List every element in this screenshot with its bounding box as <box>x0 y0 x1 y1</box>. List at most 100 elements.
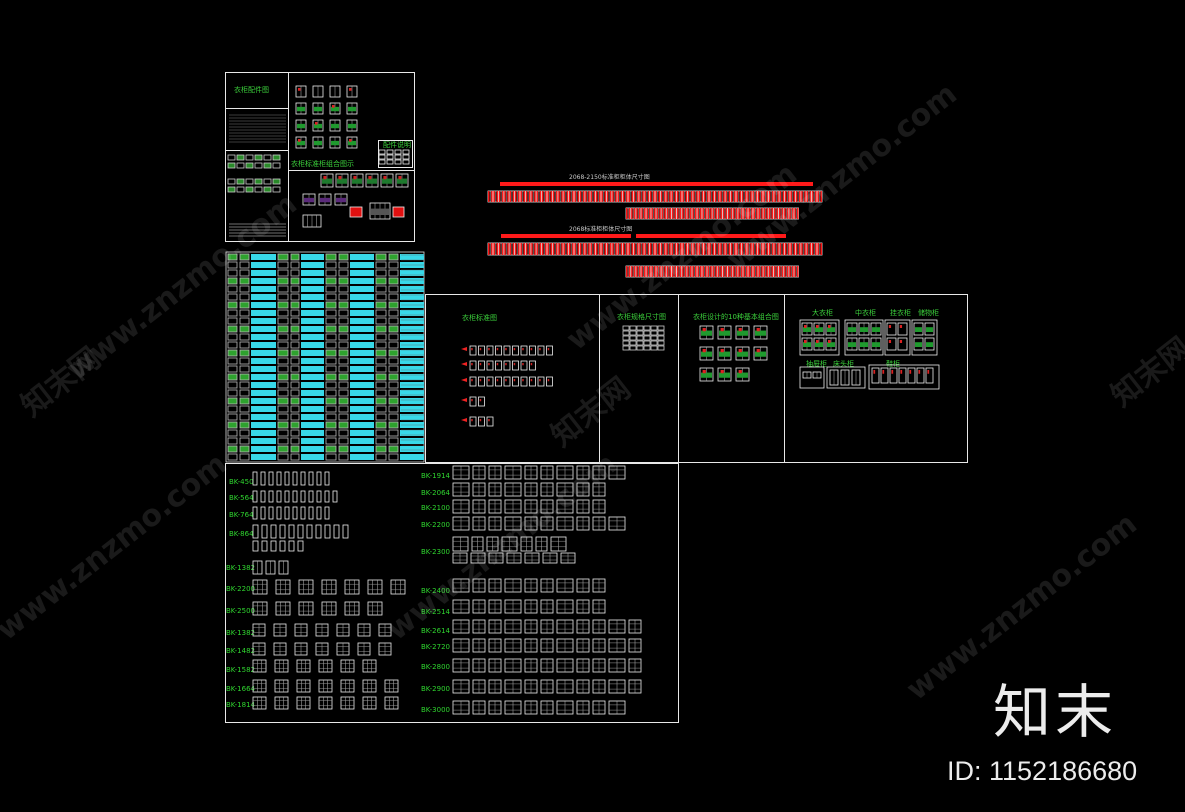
cabinet-edge <box>636 208 638 219</box>
cabinet-edge <box>761 243 763 255</box>
cabinet-edge <box>798 191 801 202</box>
cabinet-edge <box>518 191 520 202</box>
table-cell <box>290 445 300 453</box>
cabinet-accent <box>530 379 533 382</box>
table-cell <box>290 309 300 317</box>
cabinet-edge <box>722 266 725 277</box>
cabinet-thumb <box>252 696 267 710</box>
cabinet-edge <box>491 191 493 202</box>
cabinet-thumb <box>252 524 259 539</box>
table-cell <box>277 413 289 421</box>
table-cell <box>350 310 374 316</box>
cabinet-edge <box>704 191 706 202</box>
cabinet-edge <box>815 243 817 255</box>
dim-cell <box>622 345 630 351</box>
cabinet-edge <box>717 191 720 202</box>
cabinet-edge <box>660 243 663 255</box>
cabinet-thumb <box>394 154 402 160</box>
cabinet-edge <box>644 191 647 202</box>
cabinet-edge <box>539 243 542 255</box>
table-cell <box>251 270 276 276</box>
cabinet-edge <box>582 243 585 255</box>
cabinet-accent <box>900 370 903 374</box>
cabinet-type-title-5: 抽屉柜 <box>806 360 827 368</box>
table-cell <box>301 390 324 396</box>
cabinet-fill <box>860 342 868 347</box>
table-cell <box>239 333 250 341</box>
cabinet-edge <box>684 266 687 277</box>
table-cell <box>350 294 374 300</box>
dim-cell <box>636 335 644 341</box>
cabinet-edge <box>666 266 669 277</box>
table-cell <box>350 374 374 380</box>
table-cell <box>251 382 276 388</box>
table-cell <box>325 317 337 325</box>
cabinet-edge <box>601 243 603 255</box>
table-cell <box>301 454 324 460</box>
dim-cell <box>629 325 637 331</box>
cabinet-thumb <box>284 490 290 503</box>
cabinet-thumb <box>344 601 360 616</box>
table-cell <box>338 405 349 413</box>
cabinet-accent <box>547 379 550 382</box>
cabinet-edge <box>501 243 504 255</box>
cabinet-edge <box>748 208 750 219</box>
red-arrow-icon <box>461 418 467 422</box>
cabinet-edge <box>558 191 560 202</box>
cabinet-fill <box>815 342 823 347</box>
cabinet-thumb <box>275 579 291 595</box>
cabinet-thumb <box>275 601 291 616</box>
cabinet-edge <box>696 243 698 255</box>
cabinet-thumb <box>260 506 266 520</box>
cabinet-edge <box>620 191 623 202</box>
dim-cell <box>657 340 665 346</box>
dim-cell <box>650 325 658 331</box>
table-cell <box>400 398 424 404</box>
cabinet-thumb <box>367 601 383 616</box>
cabinet-edge <box>646 208 648 219</box>
table-cell <box>400 350 424 356</box>
cabinet-type-title-4: 储物柜 <box>918 309 939 317</box>
cabinet-edge <box>786 266 789 277</box>
table-cell <box>388 253 399 261</box>
cabinet-edge <box>493 243 495 255</box>
table-cell <box>338 341 349 349</box>
cabinet-thumb <box>268 490 274 503</box>
cabinet-thumb <box>332 490 338 503</box>
cabinet-edge <box>697 266 699 277</box>
dim-cell <box>622 340 630 346</box>
cabinet-edge <box>712 266 715 277</box>
cabinet-fill <box>371 208 389 215</box>
table-cell <box>388 445 399 453</box>
sheet-accessories-title: 衣柜配件图 <box>234 86 269 94</box>
cabinet-accent <box>513 348 516 351</box>
cabinet-edge <box>507 243 509 255</box>
cabinet-edge <box>751 208 753 219</box>
cabinet-edge <box>572 243 574 255</box>
table-cell <box>388 349 399 357</box>
cabinet-edge <box>642 191 644 202</box>
cabinet-edge <box>552 243 555 255</box>
table-cell <box>338 373 349 381</box>
cabinet-thumb <box>546 345 553 356</box>
table-cell <box>239 261 250 269</box>
cabinet-edge <box>574 191 576 202</box>
cabinet-accent <box>398 176 402 180</box>
cabinet-fill <box>397 178 407 184</box>
mini-part <box>236 178 245 185</box>
cabinet-thumb <box>279 524 286 539</box>
cabinet-thumb <box>279 540 286 552</box>
cabinet-edge <box>501 191 504 202</box>
table-cell <box>301 286 324 292</box>
cabinet-thumb <box>537 345 545 356</box>
table-cell <box>239 453 250 461</box>
cabinet-edge <box>753 266 755 277</box>
cabinet-thumb <box>252 540 259 552</box>
cabinet-edge <box>773 208 776 219</box>
cabinet-thumb <box>394 149 402 155</box>
table-cell <box>301 262 324 268</box>
table-cell <box>251 390 276 396</box>
cabinet-edge <box>782 243 785 255</box>
cabinet-edge <box>566 243 569 255</box>
